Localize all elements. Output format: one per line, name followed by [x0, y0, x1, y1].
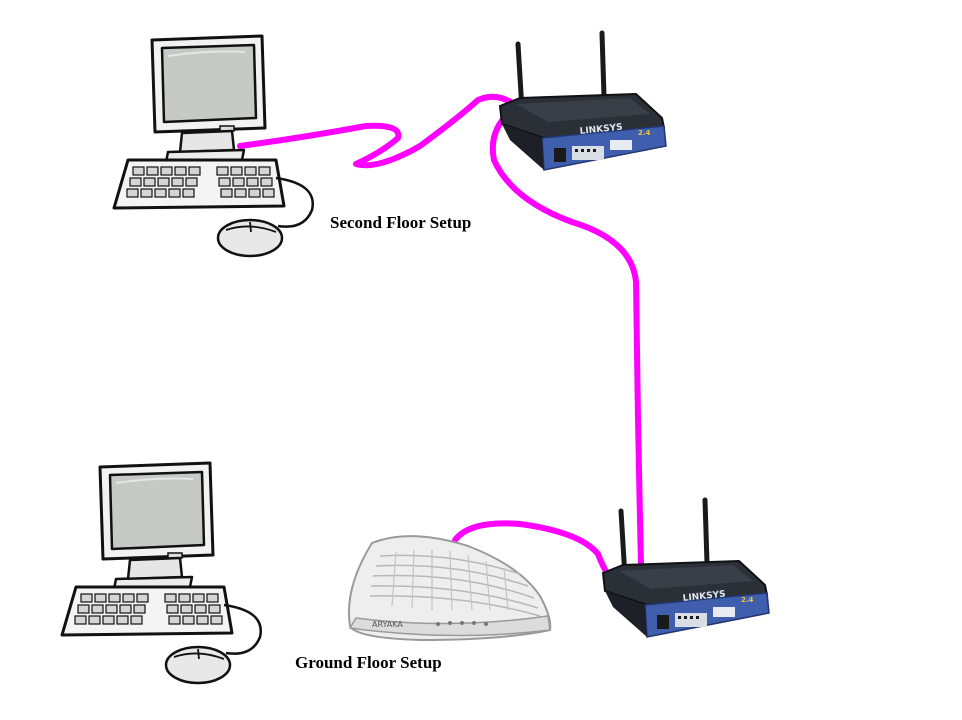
wireless-router-icon: [603, 500, 769, 637]
cable-router2-to-router1: [489, 107, 644, 569]
ground-floor-computer: [60, 461, 263, 685]
modem-brand-text: ARYAKA: [372, 620, 403, 629]
ground-floor-router: [603, 500, 769, 637]
ground-floor-label: Ground Floor Setup: [295, 653, 442, 672]
second-floor-label: Second Floor Setup: [330, 213, 472, 232]
computer-icon: [60, 461, 263, 685]
cable-pc2-to-router2: [237, 93, 517, 169]
computer-icon: [112, 34, 315, 258]
ground-floor-modem: ARYAKA: [347, 535, 552, 642]
second-floor-router: [500, 33, 666, 170]
network-cables: [237, 93, 644, 587]
second-floor-computer: [112, 34, 315, 258]
wireless-router-icon: [500, 33, 666, 170]
